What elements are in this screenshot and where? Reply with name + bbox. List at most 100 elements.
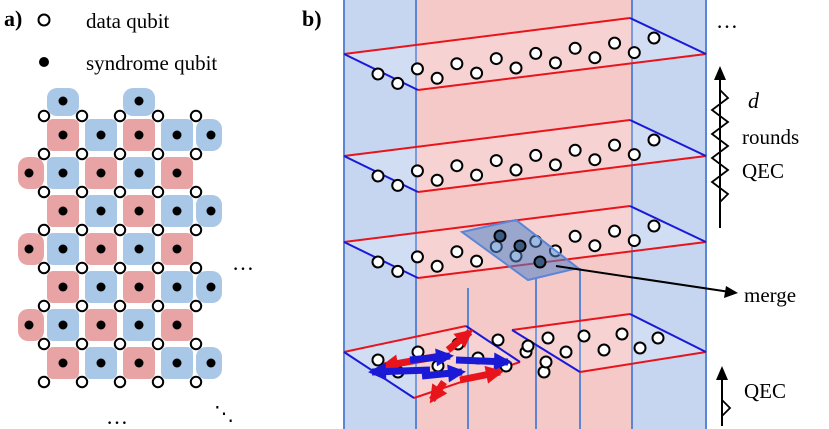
- data-qubit: [189, 109, 203, 123]
- layer-data-qubit: [430, 259, 444, 273]
- merge-label: merge: [744, 283, 796, 307]
- syndrome-qubit: [134, 206, 144, 216]
- qec-bottom-label: QEC: [744, 379, 786, 403]
- rounds-d-label: d: [748, 88, 760, 113]
- data-qubit: [75, 299, 89, 313]
- layer-data-qubit: [568, 143, 582, 157]
- rounds-label: rounds: [742, 125, 799, 149]
- operator-arrow-head: [435, 348, 454, 367]
- syndrome-qubit: [96, 168, 106, 178]
- layer-data-qubit: [529, 46, 543, 60]
- data-qubit: [189, 375, 203, 389]
- layer-data-qubit: [651, 331, 665, 345]
- layer-edge-blue: [629, 17, 707, 55]
- data-qubit: [37, 337, 51, 351]
- data-qubit: [151, 185, 165, 199]
- operator-arrow-head: [429, 383, 448, 404]
- layer-data-qubit: [410, 164, 424, 178]
- layer-data-qubit: [608, 36, 622, 50]
- syndrome-qubit: [172, 282, 182, 292]
- layer-data-qubit: [548, 158, 562, 172]
- layer-data-qubit: [470, 254, 484, 268]
- syndrome-qubit: [58, 206, 68, 216]
- data-qubit: [37, 109, 51, 123]
- syndrome-qubit: [206, 358, 216, 368]
- syndrome-qubit: [24, 320, 34, 330]
- layer-data-qubit: [391, 264, 405, 278]
- layer-data-qubit: [539, 355, 553, 369]
- data-qubit: [37, 299, 51, 313]
- data-qubit: [151, 109, 165, 123]
- layer-data-qubit: [588, 153, 602, 167]
- layer-data-qubit: [647, 31, 661, 45]
- qec-bottom-arrow-head: [716, 366, 728, 380]
- layer-edge-red: [343, 205, 631, 243]
- data-qubit: [151, 337, 165, 351]
- layer-edge-red: [343, 325, 467, 353]
- legend-syndrome-qubit-marker: [39, 57, 49, 67]
- layer-data-qubit: [371, 67, 385, 81]
- data-qubit: [75, 147, 89, 161]
- lattice-ellipsis-bottom: …: [106, 404, 128, 429]
- panel-b-label: b): [302, 6, 322, 31]
- syndrome-qubit: [96, 130, 106, 140]
- layer-data-qubit: [597, 343, 611, 357]
- layer-edge-blue: [629, 205, 707, 243]
- layer-data-qubit: [410, 250, 424, 264]
- layer-data-qubit: [568, 229, 582, 243]
- syndrome-qubit: [206, 130, 216, 140]
- layer-edge-blue: [629, 313, 707, 353]
- legend-data-qubit-marker: [37, 13, 51, 27]
- syndrome-qubit: [96, 320, 106, 330]
- layer-data-qubit: [450, 57, 464, 71]
- layer-edge-blue: [511, 329, 581, 373]
- syndrome-qubit: [96, 358, 106, 368]
- syndrome-qubit: [58, 130, 68, 140]
- syndrome-qubit: [172, 358, 182, 368]
- layer-data-qubit: [577, 329, 591, 343]
- syndrome-qubit: [172, 244, 182, 254]
- layer-edge-red: [579, 351, 707, 373]
- layer-data-qubit: [450, 159, 464, 173]
- layer-data-qubit: [509, 61, 523, 75]
- panel-a-label: a): [4, 6, 22, 31]
- layer-data-qubit: [371, 169, 385, 183]
- layer-data-qubit: [489, 154, 503, 168]
- merge-arrow-line: [555, 265, 731, 293]
- data-qubit: [151, 261, 165, 275]
- layer-data-qubit: [647, 219, 661, 233]
- layer-data-qubit: [521, 339, 535, 353]
- layers-ellipsis-top: …: [716, 8, 738, 33]
- layer-data-qubit: [529, 148, 543, 162]
- merge-qubit: [493, 229, 507, 243]
- layer-data-qubit: [647, 133, 661, 147]
- layer-data-qubit: [633, 341, 647, 355]
- data-qubit: [113, 375, 127, 389]
- data-qubit: [151, 375, 165, 389]
- syndrome-qubit: [96, 244, 106, 254]
- syndrome-qubit: [58, 358, 68, 368]
- data-qubit: [75, 223, 89, 237]
- syndrome-qubit: [134, 168, 144, 178]
- syndrome-qubit: [134, 358, 144, 368]
- data-qubit: [113, 337, 127, 351]
- syndrome-qubit: [206, 206, 216, 216]
- data-qubit: [113, 109, 127, 123]
- syndrome-qubit: [134, 96, 144, 106]
- layer-data-qubit: [559, 345, 573, 359]
- data-qubit: [75, 109, 89, 123]
- syndrome-qubit: [134, 320, 144, 330]
- lattice-ellipsis-diagonal: ⋱: [214, 403, 234, 425]
- data-qubit: [75, 185, 89, 199]
- layer-data-qubit: [430, 71, 444, 85]
- panel-b: b) … d rounds QEC merge QEC: [302, 0, 799, 429]
- layer-data-qubit: [627, 46, 641, 60]
- rounds-zigzag: [710, 89, 730, 203]
- layer-edge-red: [417, 155, 707, 193]
- syndrome-qubit: [58, 244, 68, 254]
- layer-data-qubit: [371, 353, 385, 367]
- merge-arrow-head: [724, 286, 738, 298]
- syndrome-qubit: [96, 282, 106, 292]
- qec-bottom-zigzag: [721, 399, 732, 417]
